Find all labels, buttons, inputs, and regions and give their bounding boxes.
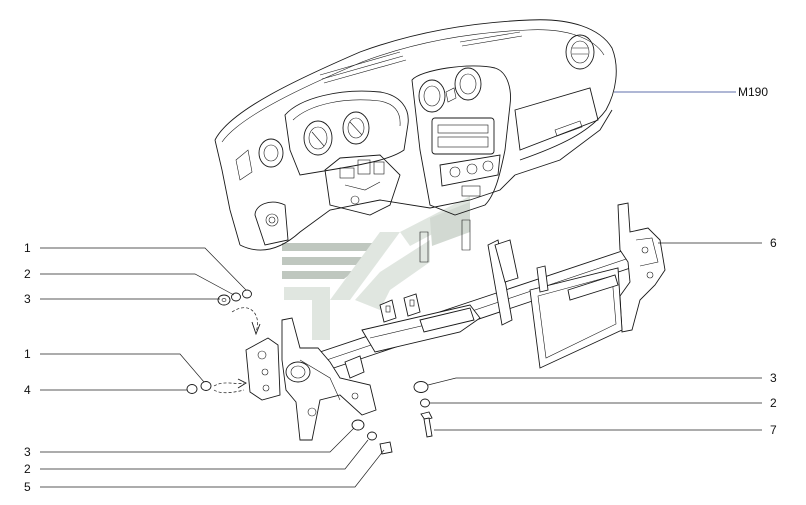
callout-left-3: 3: [24, 292, 31, 306]
callout-left-2: 2: [24, 267, 31, 281]
watermark-logo: [282, 196, 470, 340]
reference-label-m190: M190: [738, 85, 768, 99]
defroster-grille: [319, 31, 523, 84]
cross-car-beam: [245, 202, 666, 441]
washer-lower: [351, 419, 365, 431]
fasteners: [186, 289, 433, 455]
callout-right-2: 3: [770, 371, 777, 385]
leader-lines: [40, 91, 762, 488]
callout-left-8: 5: [24, 480, 31, 494]
bolt-shank-right: [423, 417, 433, 438]
left-air-vent: [258, 138, 284, 168]
nut-upper: [242, 289, 252, 299]
lock-washer-lower: [200, 381, 212, 391]
callout-left-4: 1: [24, 347, 31, 361]
callout-left-7: 2: [24, 462, 31, 476]
nut-lower: [186, 384, 198, 394]
callout-right-4: 7: [770, 423, 777, 437]
center-console: [411, 65, 511, 216]
lock-washer-right: [420, 398, 430, 408]
callout-right-1: 6: [770, 236, 777, 250]
washer-upper: [217, 294, 231, 306]
glove-box: [514, 87, 599, 151]
callout-left-5: 4: [24, 383, 31, 397]
right-air-vent: [565, 34, 595, 70]
dashboard-panel: [214, 19, 617, 263]
callout-left-1: 1: [24, 241, 31, 255]
bolt-bottom-left: [379, 441, 393, 455]
callout-labels: M190 1 2 3 1 4 3 2 5 6 3 2 7: [24, 85, 777, 494]
callout-right-3: 2: [770, 396, 777, 410]
instrument-cluster: [303, 111, 370, 156]
column-switches: [339, 159, 385, 205]
callout-left-6: 3: [24, 445, 31, 459]
lock-washer-bottom: [367, 431, 377, 441]
washer-right: [413, 381, 429, 393]
